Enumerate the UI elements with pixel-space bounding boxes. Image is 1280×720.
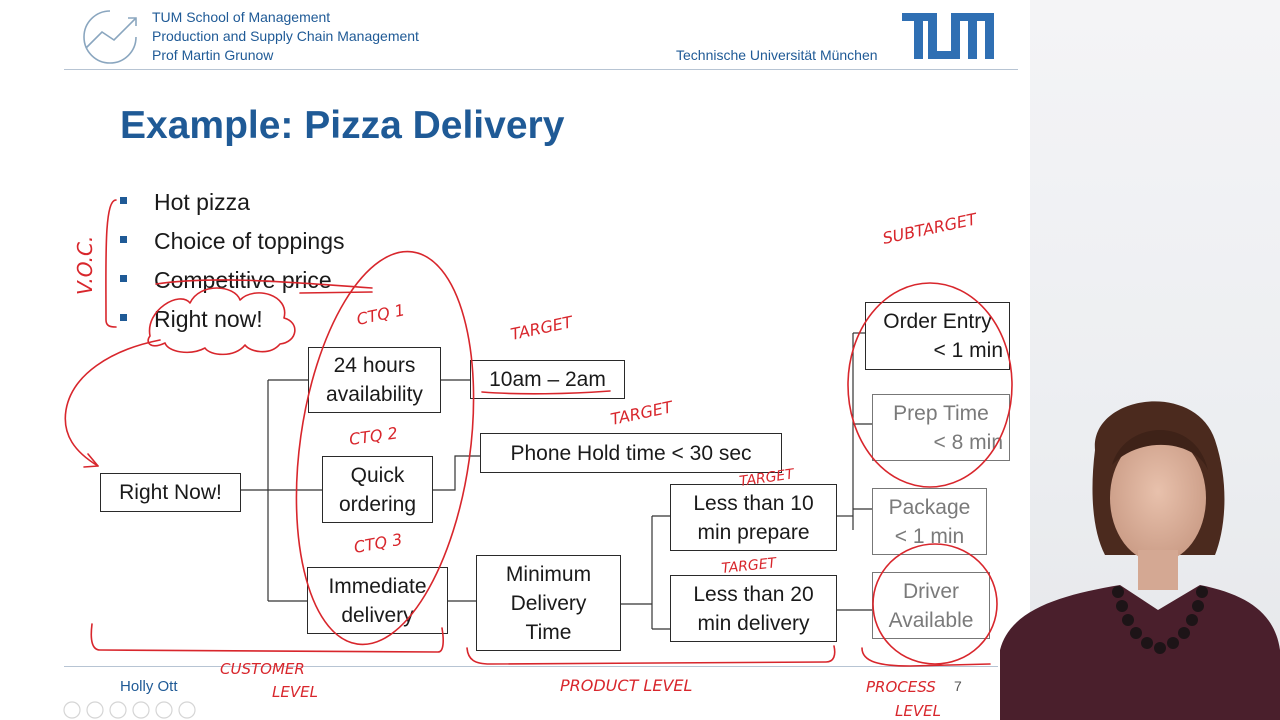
ctq-box-immediate-delivery: Immediate delivery (307, 567, 448, 634)
management-logo-icon (83, 10, 137, 64)
page-title: Example: Pizza Delivery (120, 104, 565, 147)
customer-level-label: CUSTOMER (220, 660, 305, 678)
target-label: TARGET (609, 397, 675, 429)
bullet-item: Right now! (120, 306, 263, 333)
footer-presenter: Holly Ott (120, 678, 178, 695)
pen-icon[interactable] (109, 701, 127, 719)
process-box-driver: Driver Available (872, 572, 990, 639)
previous-icon[interactable] (63, 701, 81, 719)
ctq-box-quick-ordering: Quick ordering (322, 456, 433, 523)
sub-box-prepare: Less than 10 min prepare (670, 484, 837, 551)
sub-box-delivery: Less than 20 min delivery (670, 575, 837, 642)
voc-label: V.O.C. (73, 236, 97, 295)
header-university: Technische Universität München (676, 47, 878, 63)
header-school: TUM School of Management (152, 9, 331, 25)
root-box-right-now: Right Now! (100, 473, 241, 512)
next-icon[interactable] (86, 701, 104, 719)
bullet-square-icon (120, 275, 127, 283)
target-label: TARGET (721, 555, 779, 577)
ctq-box-availability: 24 hours availability (308, 347, 441, 413)
customer-level-label-2: LEVEL (272, 683, 318, 701)
process-box-prep-time: Prep Time < 8 min (872, 394, 1010, 461)
process-level-label-2: LEVEL (895, 702, 941, 720)
bullet-item: Choice of toppings (120, 228, 345, 255)
bullet-item: Hot pizza (120, 189, 250, 216)
page-number: 7 (954, 678, 962, 694)
subtarget-label: SUBTARGET (881, 209, 980, 248)
bullet-square-icon (120, 197, 127, 205)
bullet-square-icon (120, 236, 127, 244)
process-level-label: PROCESS (866, 678, 936, 696)
process-box-order-entry: Order Entry < 1 min (865, 302, 1010, 370)
footer-divider (64, 666, 998, 667)
presenter-silhouette-icon (1000, 401, 1280, 720)
player-controls (63, 701, 196, 719)
menu-icon[interactable] (178, 701, 196, 719)
product-box-min-delivery: Minimum Delivery Time (476, 555, 621, 651)
tum-logo-icon (902, 13, 994, 59)
header-divider (64, 69, 1018, 70)
product-level-label: PRODUCT LEVEL (560, 676, 692, 695)
ctq3-label: CTQ 3 (352, 530, 403, 557)
header-professor: Prof Martin Grunow (152, 47, 274, 63)
target-label: TARGET (738, 466, 796, 490)
ctq2-label: CTQ 2 (348, 423, 399, 449)
target-box-phone-hold: Phone Hold time < 30 sec (480, 433, 782, 473)
bullet-square-icon (120, 314, 127, 322)
ctq1-label: CTQ 1 (355, 300, 407, 329)
target-label: TARGET (509, 312, 575, 344)
zoom-icon[interactable] (155, 701, 173, 719)
copy-icon[interactable] (132, 701, 150, 719)
header-chair: Production and Supply Chain Management (152, 28, 419, 44)
